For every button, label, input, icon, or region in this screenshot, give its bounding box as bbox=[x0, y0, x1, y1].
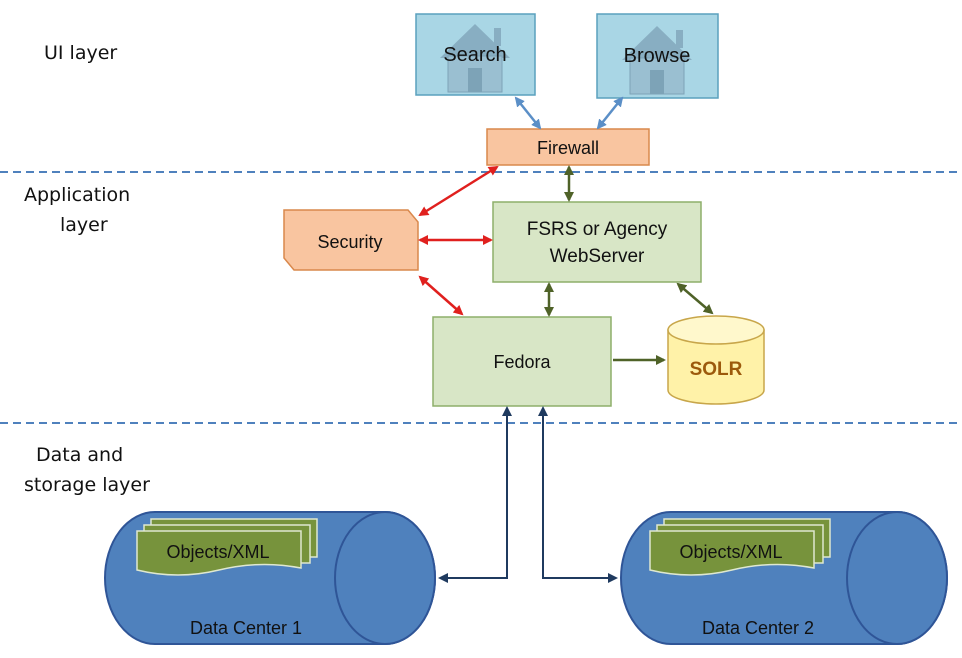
arrow-security-fedora bbox=[418, 275, 464, 316]
house-icon bbox=[622, 26, 692, 95]
webserver-label-line-1: FSRS or Agency bbox=[527, 219, 668, 240]
application-layer-line-2: layer bbox=[60, 214, 108, 236]
webserver-node[interactable]: FSRS or Agency WebServer bbox=[492, 201, 702, 283]
firewall-node[interactable]: Firewall bbox=[486, 128, 650, 166]
data-layer-line-2: storage layer bbox=[24, 474, 150, 496]
datacenter-2-node[interactable]: Objects/XML Data Center 2 bbox=[620, 511, 948, 645]
objects-xml-stack-1: Objects/XML bbox=[136, 518, 318, 576]
arrow-webserver-solr bbox=[676, 282, 714, 315]
data-layer-line-1: Data and bbox=[36, 444, 124, 466]
application-layer-line-1: Application bbox=[24, 184, 131, 206]
arrow-firewall-security bbox=[418, 165, 499, 217]
webserver-label-line-2: WebServer bbox=[550, 246, 645, 267]
security-node[interactable]: Security bbox=[283, 209, 419, 271]
datacenter-2-label: Data Center 2 bbox=[702, 618, 814, 638]
fedora-label: Fedora bbox=[493, 352, 551, 372]
application-layer-label: Application layer bbox=[24, 180, 130, 240]
solr-node[interactable]: SOLR bbox=[667, 315, 765, 405]
arrow-browse-firewall bbox=[596, 96, 624, 130]
search-label: Search bbox=[443, 44, 506, 66]
fedora-node[interactable]: Fedora bbox=[432, 316, 612, 407]
browse-label: Browse bbox=[624, 45, 691, 67]
objects-xml-stack-2: Objects/XML bbox=[649, 518, 831, 576]
security-label: Security bbox=[317, 232, 382, 252]
house-icon bbox=[440, 24, 510, 93]
solr-label: SOLR bbox=[690, 359, 743, 380]
data-layer-label: Data and storage layer bbox=[24, 440, 150, 500]
datacenter-1-node[interactable]: Objects/XML Data Center 1 bbox=[104, 511, 436, 645]
firewall-label: Firewall bbox=[537, 138, 599, 158]
browse-node[interactable]: Browse bbox=[596, 13, 719, 99]
ui-layer-label: UI layer bbox=[44, 42, 118, 64]
search-node[interactable]: Search bbox=[415, 13, 536, 96]
arrow-search-firewall bbox=[514, 96, 542, 130]
datacenter-1-label: Data Center 1 bbox=[190, 618, 302, 638]
arrow-fedora-datacenter-2 bbox=[538, 406, 618, 583]
objects-xml-label-1: Objects/XML bbox=[166, 542, 269, 562]
objects-xml-label-2: Objects/XML bbox=[679, 542, 782, 562]
arrow-fedora-datacenter-1 bbox=[438, 406, 512, 583]
